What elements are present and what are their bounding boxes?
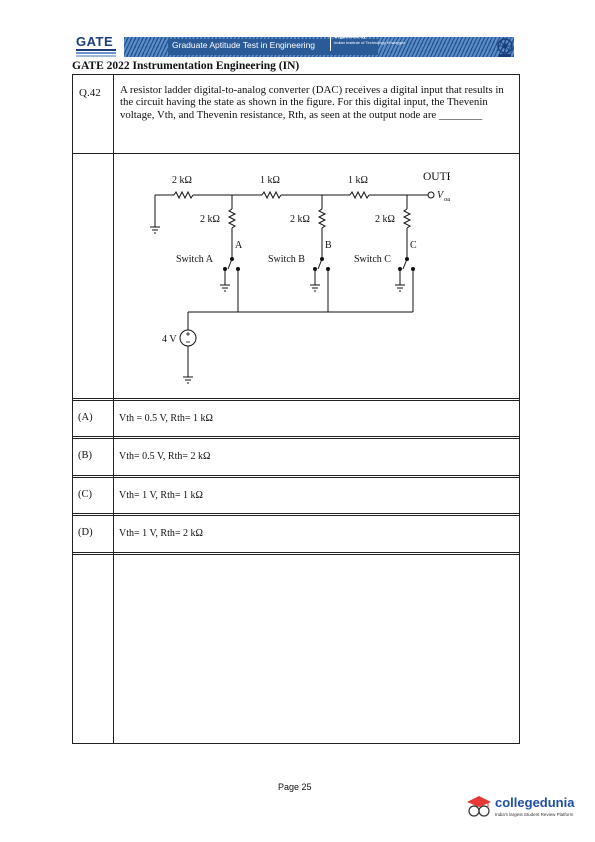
option-a-vth: Vth = 0.5 V, xyxy=(119,413,168,424)
vout-symbol: V xyxy=(437,190,445,201)
option-d-label: (D) xyxy=(78,527,93,538)
banner-title: Graduate Aptitude Test in Engineering xyxy=(172,40,316,50)
node-a-label: A xyxy=(235,240,243,251)
option-d-rth: Rth= 2 kΩ xyxy=(160,528,203,539)
switch-c-lever xyxy=(402,258,408,270)
option-c-text: Vth= 1 V, Rth= 1 kΩ xyxy=(119,490,203,501)
question-table: Q.42 A resistor ladder digital-to-analog… xyxy=(72,74,520,744)
series-resistor-3-icon xyxy=(349,190,370,200)
shunt-resistor-b-icon xyxy=(317,208,327,229)
option-b-text: Vth= 0.5 V, Rth= 2 kΩ xyxy=(119,451,210,462)
iit-emblem-icon xyxy=(497,38,513,57)
shunt-resistor-c-icon xyxy=(402,208,412,229)
output-terminal-icon xyxy=(427,191,435,199)
collegedunia-logo: collegedunia India's largest Student Rev… xyxy=(465,793,585,823)
gate-logo: GATE xyxy=(72,34,124,60)
organizer-name: Indian Institute of Technology Kharagpur xyxy=(334,40,406,45)
gate-logo-text: GATE xyxy=(76,34,114,49)
header-banner xyxy=(124,37,514,57)
option-a-rth: Rth= 1 kΩ xyxy=(170,413,213,424)
node-c-label: C xyxy=(410,240,417,251)
switch-a-lever xyxy=(227,258,233,270)
organizer-block: Organised by Indian Institute of Technol… xyxy=(334,34,434,46)
switch-b-label: Switch B xyxy=(268,254,305,265)
vout-subscript: out xyxy=(444,196,450,203)
question-number: Q.42 xyxy=(79,87,101,99)
option-b-vth: Vth= 0.5 V, xyxy=(119,451,166,462)
option-a-label: (A) xyxy=(78,412,93,423)
question-text: A resistor ladder digital-to-analog conv… xyxy=(120,84,504,121)
switch-a-label: Switch A xyxy=(176,254,214,265)
option-c-label: (C) xyxy=(78,489,92,500)
series-resistor-3-label: 1 kΩ xyxy=(348,175,368,186)
source-voltage-label: 4 V xyxy=(162,334,177,345)
output-label: OUTPUT xyxy=(423,171,450,183)
shunt-resistor-c-label: 2 kΩ xyxy=(375,214,395,225)
shunt-resistor-a-label: 2 kΩ xyxy=(200,214,220,225)
shunt-resistor-a-icon xyxy=(227,208,237,229)
series-resistor-2-label: 1 kΩ xyxy=(260,175,280,186)
graduation-cap-icon xyxy=(467,796,491,817)
dac-ladder-circuit-diagram: 2 kΩ 1 kΩ 1 kΩ 2 kΩ 2 kΩ 2 kΩ A B C Swit… xyxy=(150,171,450,384)
switch-c-label: Switch C xyxy=(354,254,391,265)
brand-name: collegedunia xyxy=(495,795,575,810)
series-resistor-1-icon xyxy=(173,190,194,200)
option-c-rth: Rth= 1 kΩ xyxy=(160,490,203,501)
option-d-vth: Vth= 1 V, xyxy=(119,528,158,539)
gate-header: GATE Graduate Aptitude Test in Engineeri… xyxy=(72,34,520,60)
option-c-vth: Vth= 1 V, xyxy=(119,490,158,501)
page-number: Page 25 xyxy=(278,782,312,792)
series-resistor-1-label: 2 kΩ xyxy=(172,175,192,186)
option-a-text: Vth = 0.5 V, Rth= 1 kΩ xyxy=(119,413,213,424)
option-d-text: Vth= 1 V, Rth= 2 kΩ xyxy=(119,528,203,539)
brand-tagline: India's largest Student Review Platform xyxy=(495,812,574,817)
shunt-resistor-b-label: 2 kΩ xyxy=(290,214,310,225)
option-b-rth: Rth= 2 kΩ xyxy=(167,451,211,462)
series-resistor-2-icon xyxy=(261,190,282,200)
option-b-label: (B) xyxy=(78,450,92,461)
organized-by-label: Organised by xyxy=(334,34,366,40)
node-b-label: B xyxy=(325,240,332,251)
switch-b-lever xyxy=(317,258,323,270)
document-title: GATE 2022 Instrumentation Engineering (I… xyxy=(72,60,300,72)
